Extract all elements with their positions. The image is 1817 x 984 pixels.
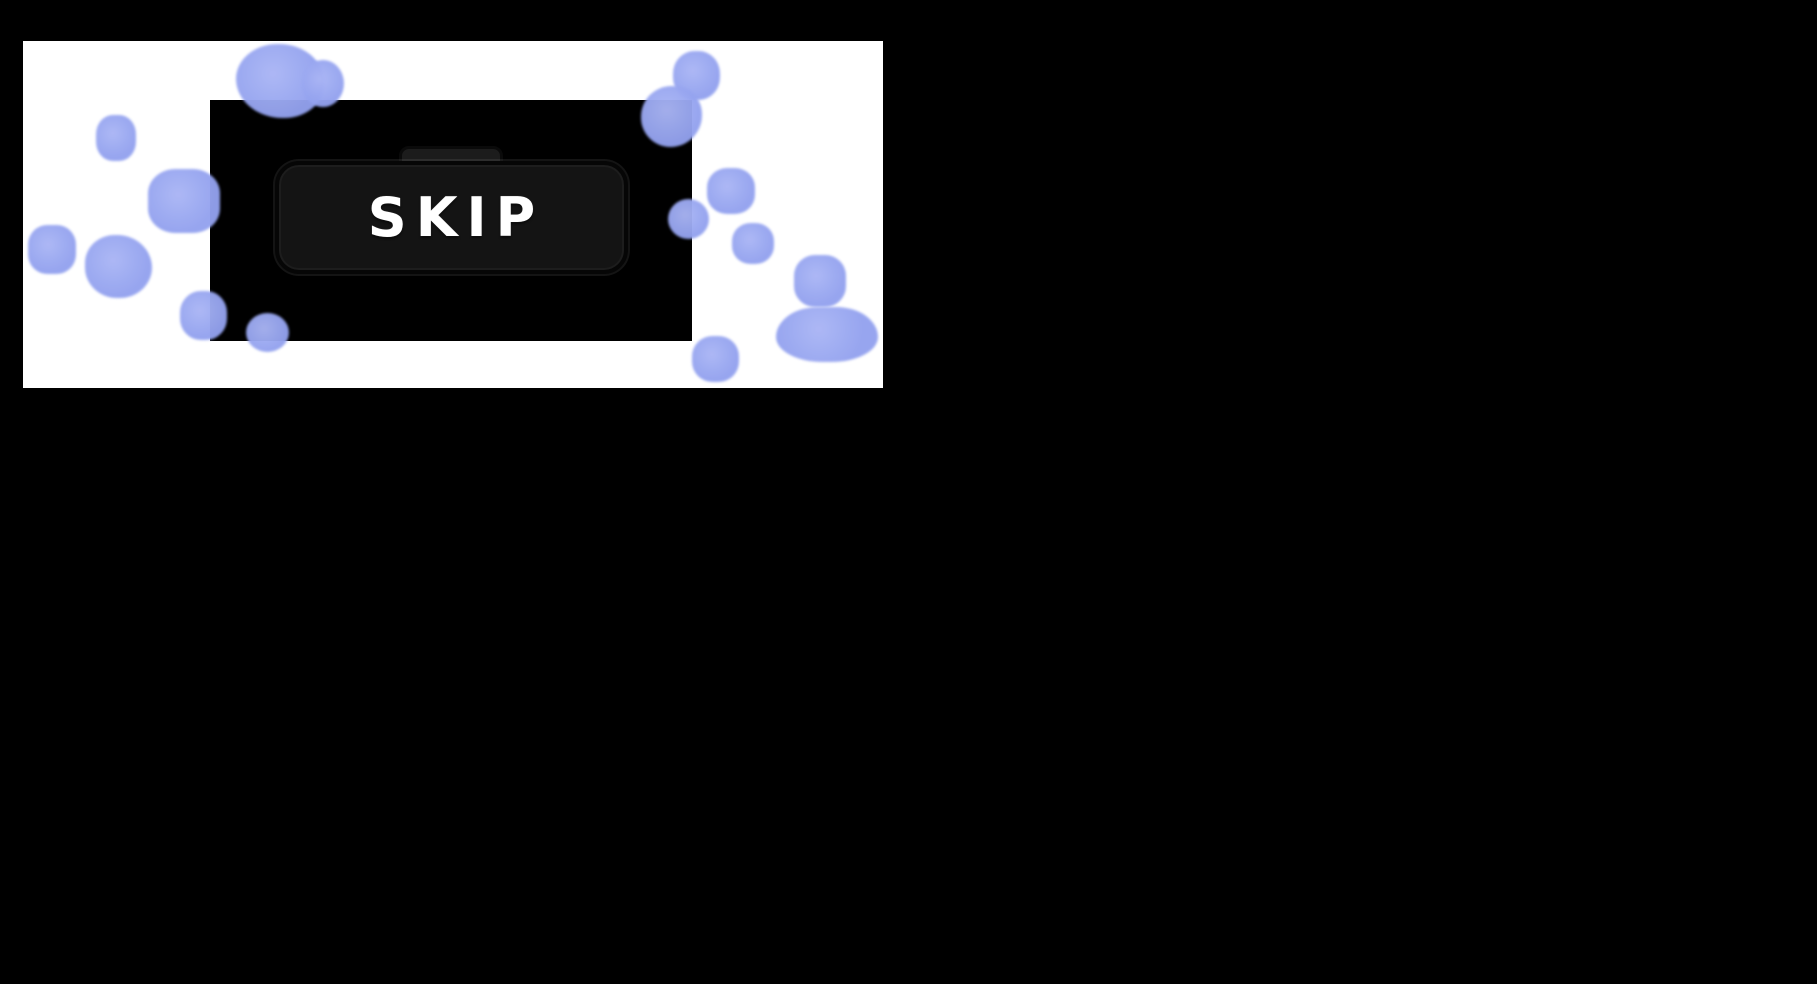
skip-button[interactable]: SKIP [275, 161, 628, 274]
skip-button-label: SKIP [367, 185, 545, 249]
